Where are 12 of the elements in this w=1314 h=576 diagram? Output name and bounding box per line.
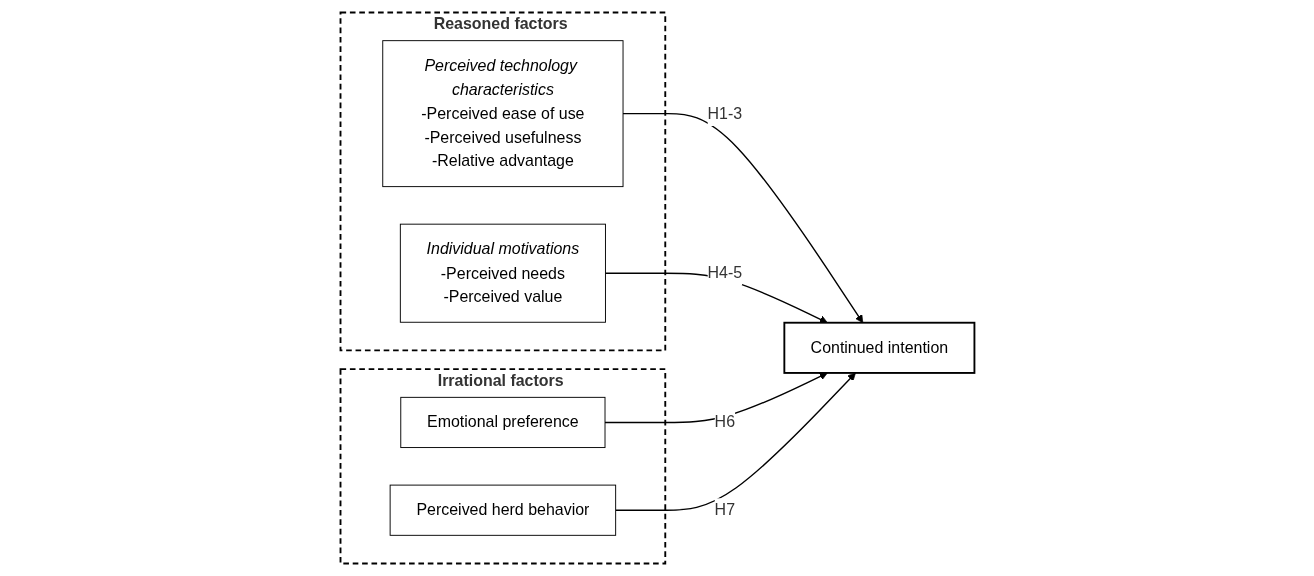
arrow	[614, 372, 856, 511]
node-box: Individual motivations -Perceived needs -Perceived value	[399, 223, 606, 323]
node-box: Emotional preference	[399, 396, 605, 449]
arrow	[621, 112, 863, 324]
node-box: Perceived technology characteristics -Perceived ease of use -Perceived usefulness -Relative advantage	[381, 40, 624, 188]
edge-label: H6	[714, 413, 735, 432]
arrow	[603, 372, 828, 424]
node-box: Continued intention	[782, 321, 975, 374]
edge-label: H4-5	[707, 264, 742, 282]
edge-label: H1-3	[707, 104, 742, 123]
edge-label: H7	[714, 501, 735, 519]
node-box: Perceived herd behavior	[389, 484, 616, 536]
